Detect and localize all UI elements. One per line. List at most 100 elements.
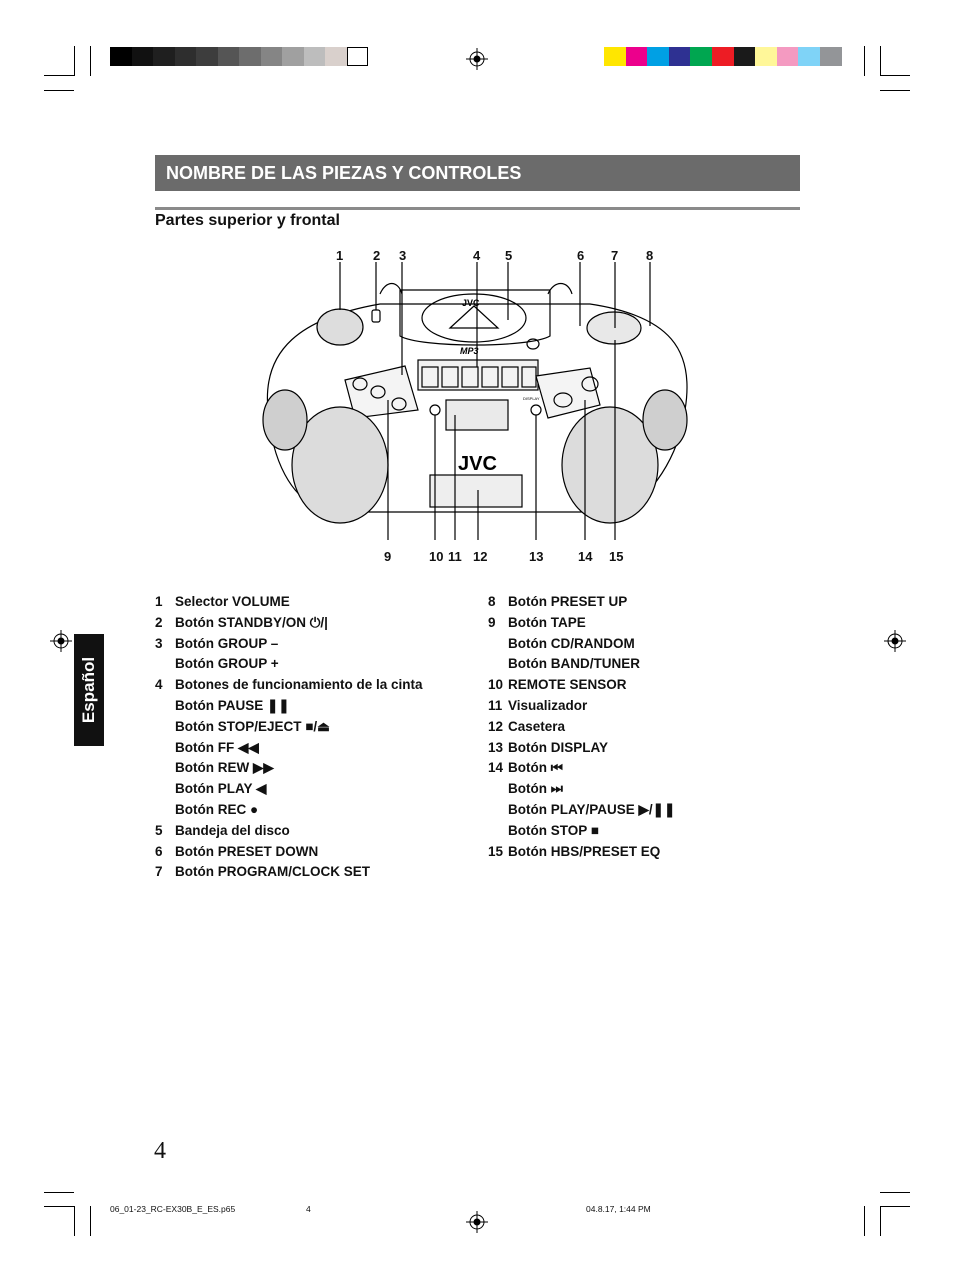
- callout-number: 9: [384, 549, 392, 564]
- divider: [155, 207, 800, 210]
- gray-swatch: [153, 47, 175, 66]
- list-item-text: Botón STOP/EJECT ■/⏏: [175, 718, 330, 734]
- display-label: DISPLAY: [523, 396, 540, 401]
- gray-swatch: [196, 47, 218, 66]
- right-button-cluster: [535, 367, 601, 419]
- gray-swatch: [174, 47, 196, 66]
- list-item-text: Botón PLAY ◀: [175, 781, 267, 797]
- list-item-number: 2: [155, 614, 163, 630]
- list-item-text: Botón PRESET DOWN: [175, 843, 319, 859]
- list-item-text: Botón STOP ■: [508, 822, 599, 838]
- callout-number: 8: [646, 248, 654, 263]
- list-item-text: REMOTE SENSOR: [508, 677, 627, 693]
- list-item: Botón PAUSE ❚❚: [155, 696, 475, 717]
- footer-file: 06_01-23_RC-EX30B_E_ES.p65: [110, 1204, 236, 1214]
- gray-swatch: [131, 47, 153, 66]
- list-item: Botón REC ●: [155, 800, 475, 821]
- volume-knob: [316, 308, 364, 346]
- subsection-title: Partes superior y frontal: [155, 212, 340, 229]
- color-swatch: [712, 47, 734, 66]
- list-item: 6 Botón PRESET DOWN: [155, 842, 475, 863]
- list-item: Botón PLAY ◀: [155, 779, 475, 800]
- list-item-number: 11: [488, 697, 503, 713]
- list-item: Botón GROUP +: [155, 654, 475, 675]
- color-swatch: [647, 47, 669, 66]
- color-swatch: [755, 47, 777, 66]
- list-item-number: 12: [488, 718, 504, 734]
- standby-button: [371, 309, 381, 323]
- list-item-text: Selector VOLUME: [175, 594, 290, 609]
- list-item-text: Casetera: [508, 718, 566, 734]
- callout-number: 5: [505, 248, 513, 263]
- list-item: Botón REW ▶▶: [155, 758, 475, 779]
- callout-number: 3: [399, 248, 407, 263]
- registration-mark-left-icon: [50, 630, 72, 652]
- list-item: Botón CD/RANDOM: [488, 634, 798, 655]
- section-header: NOMBRE DE LAS PIEZAS Y CONTROLES: [155, 155, 800, 191]
- list-item-number: 6: [155, 843, 163, 859]
- page-number: 4: [154, 1138, 166, 1164]
- list-item-number: 5: [155, 822, 163, 838]
- callout-number: 7: [611, 248, 619, 263]
- callout-number: 4: [473, 248, 481, 263]
- callout-number: 11: [448, 549, 462, 564]
- gray-swatch: [239, 47, 261, 66]
- gray-swatch: [260, 47, 282, 66]
- registration-mark-right-icon: [884, 630, 906, 652]
- list-item-text: Botón DISPLAY: [508, 739, 609, 755]
- callout-number: 1: [336, 248, 344, 263]
- lcd-display: [445, 399, 509, 431]
- callout-number: 14: [578, 549, 593, 564]
- color-swatch: [776, 47, 799, 66]
- list-item: 5 Bandeja del disco: [155, 821, 475, 842]
- list-item: Botón ⏭: [488, 779, 798, 800]
- list-item-number: 1: [155, 594, 163, 609]
- list-item-number: 9: [488, 614, 496, 630]
- color-swatch: [798, 47, 820, 66]
- brand-logo-top: JVC: [462, 298, 480, 308]
- list-item-text: Botón PROGRAM/CLOCK SET: [175, 864, 370, 880]
- list-item: Botón FF ◀◀: [155, 738, 475, 759]
- remote-button: [526, 338, 540, 350]
- list-item: 1 Selector VOLUME: [155, 592, 475, 613]
- list-item: 11 Visualizador: [488, 696, 798, 717]
- list-item-text: Botón HBS/PRESET EQ: [508, 843, 661, 859]
- gray-swatch: [217, 47, 239, 66]
- list-item-number: 3: [155, 635, 163, 651]
- list-item-text: Botón PLAY/PAUSE ▶/❚❚: [508, 801, 676, 817]
- list-item-text: Botón BAND/TUNER: [508, 656, 640, 672]
- gray-swatch: [282, 47, 304, 66]
- cd-lid: [399, 289, 551, 346]
- footer-date: 04.8.17, 1:44 PM: [586, 1204, 651, 1214]
- gray-swatch: [325, 47, 347, 66]
- language-tab-label: Español: [79, 656, 98, 724]
- list-item: Botón BAND/TUNER: [488, 654, 798, 675]
- list-item: 9 Botón TAPE: [488, 613, 798, 634]
- list-item-text: Botones de funcionamiento de la cinta: [175, 677, 423, 693]
- list-item-text: Botón FF ◀◀: [175, 739, 259, 755]
- list-item-text: Visualizador: [508, 697, 588, 713]
- list-item-text: Botón REW ▶▶: [175, 760, 274, 776]
- list-item-text: Bandeja del disco: [175, 822, 290, 838]
- mp3-logo: MP3: [460, 346, 479, 356]
- cd-lid-triangle-icon: [448, 305, 500, 329]
- cassette-door: [429, 474, 523, 508]
- registration-mark-top-icon: [466, 48, 488, 70]
- right-speaker: [561, 406, 659, 524]
- list-item: Botón STOP ■: [488, 821, 798, 842]
- callout-number: 13: [529, 549, 544, 564]
- color-swatch: [690, 47, 712, 66]
- callout-number: 6: [577, 248, 585, 263]
- list-item-text: Botón TAPE: [508, 614, 586, 630]
- list-item-number: 15: [488, 843, 504, 859]
- registration-mark-bottom-icon: [466, 1211, 488, 1233]
